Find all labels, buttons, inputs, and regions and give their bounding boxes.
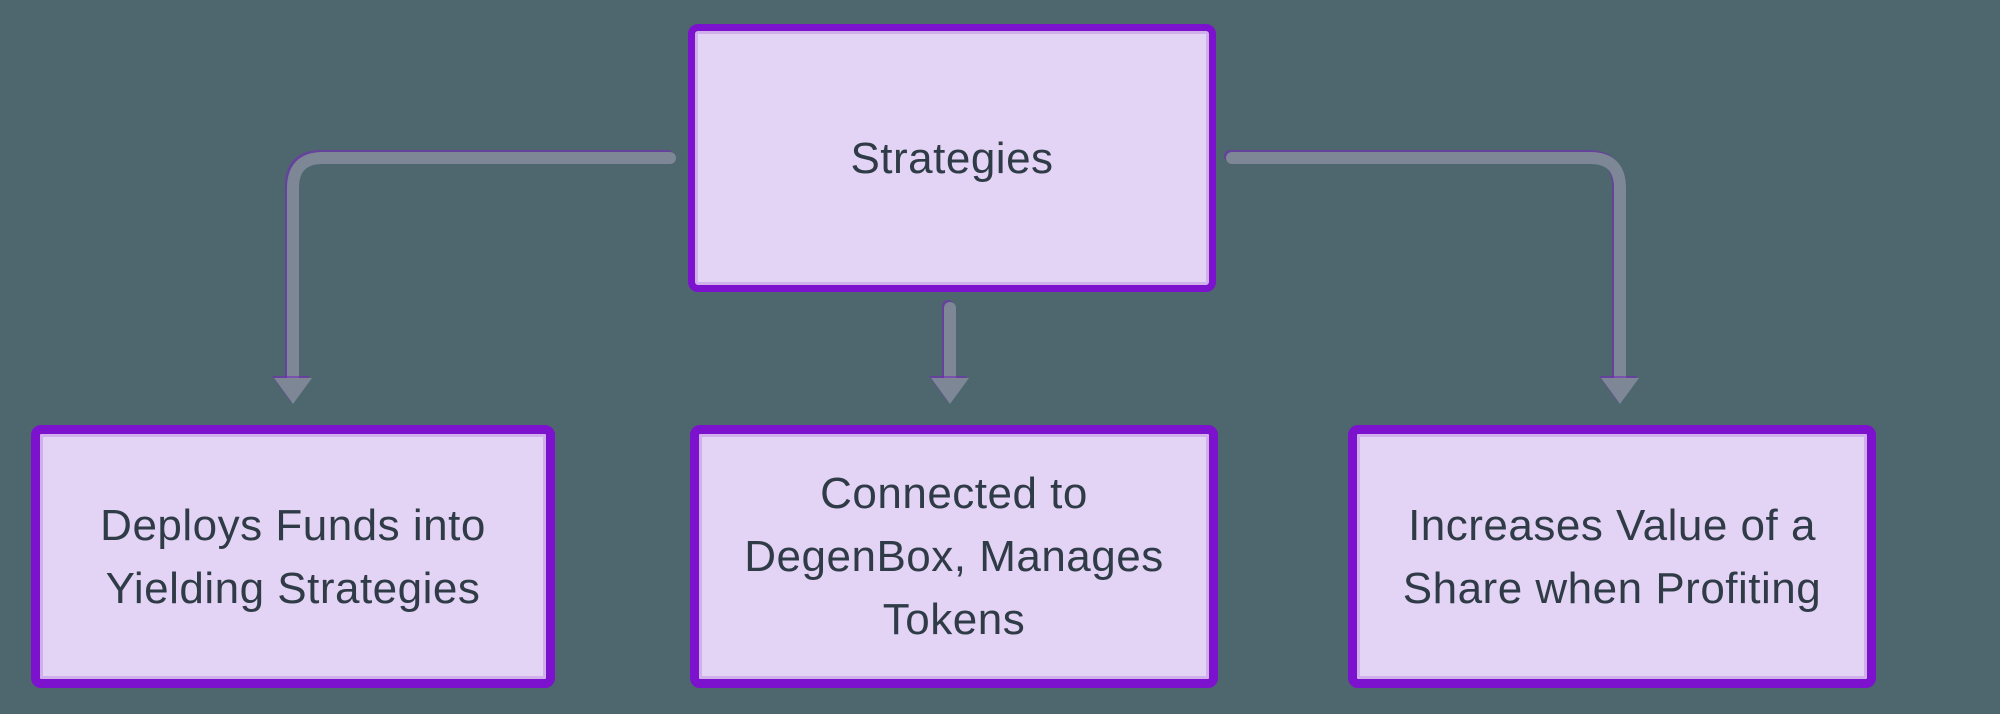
node-degenbox: Connected to DegenBox, Manages Tokens <box>690 425 1218 688</box>
edge-strategies-to-increases <box>1224 150 1639 404</box>
node-strategies-label: Strategies <box>850 133 1054 183</box>
node-strategies: Strategies <box>688 24 1216 292</box>
node-increases-value-label-line2: Share when Profiting <box>1402 563 1822 613</box>
node-increases-value-label-line1: Increases Value of a <box>1408 500 1816 550</box>
node-deploys-funds-label-line1: Deploys Funds into <box>100 500 486 550</box>
node-deploys-funds-label-line2: Yielding Strategies <box>105 563 481 613</box>
node-degenbox-label-line3: Tokens <box>882 595 1026 644</box>
arrowhead-down-icon <box>274 378 312 404</box>
node-increases-value: Increases Value of a Share when Profitin… <box>1348 425 1876 688</box>
node-deploys-funds: Deploys Funds into Yielding Strategies <box>31 425 555 688</box>
node-degenbox-label-line2: DegenBox, Manages <box>744 532 1164 581</box>
edge-strategies-to-degenbox <box>929 300 969 404</box>
arrowhead-down-icon <box>931 378 969 404</box>
arrowhead-down-icon <box>1601 378 1639 404</box>
node-degenbox-label-line1: Connected to <box>820 469 1088 518</box>
edge-strategies-to-deploys <box>272 150 676 404</box>
